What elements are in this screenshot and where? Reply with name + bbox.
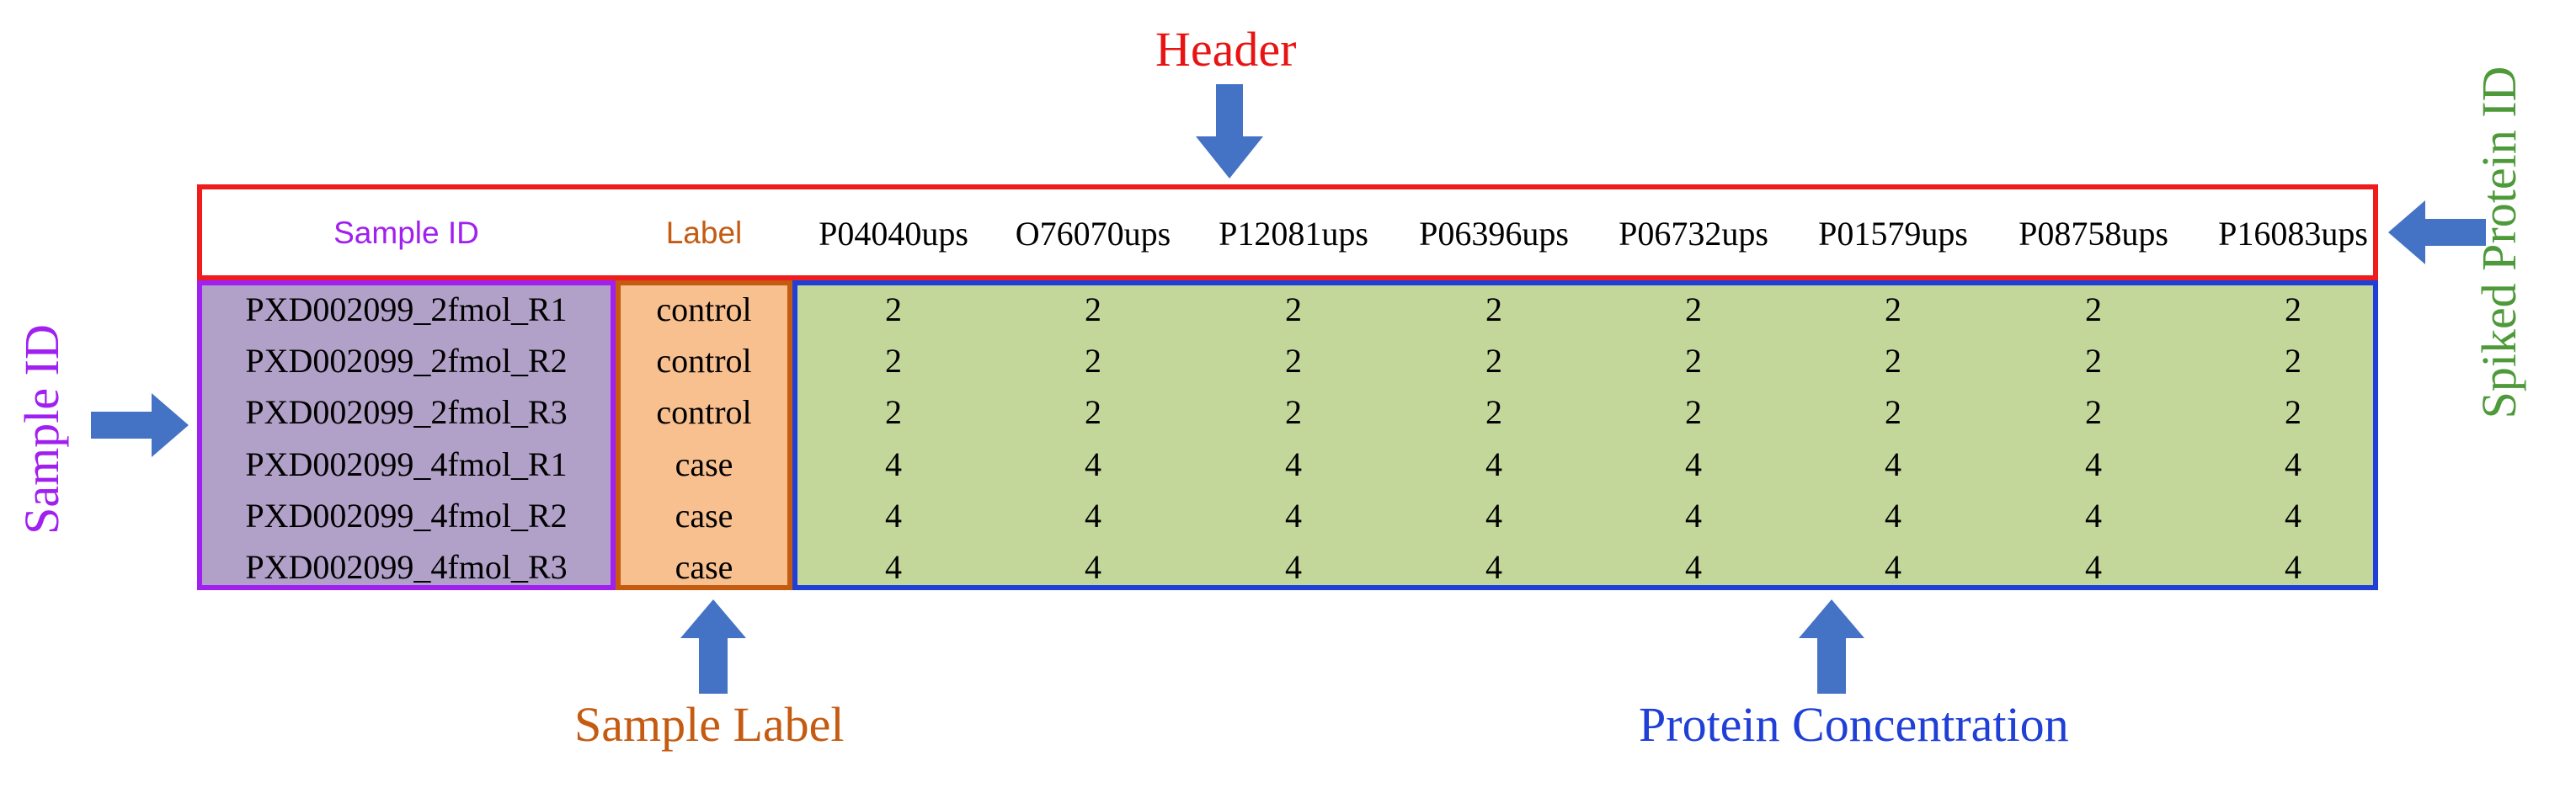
concentration-cell: 4 [1685, 548, 1702, 586]
concentration-cell: 2 [1485, 393, 1502, 431]
label-column-box [616, 280, 792, 590]
sample-id-cell: PXD002099_2fmol_R1 [245, 290, 568, 328]
concentration-cell: 2 [1485, 290, 1502, 328]
label-cell: case [675, 445, 733, 483]
sample-id-cell: PXD002099_2fmol_R3 [245, 393, 568, 431]
sample-id-cell: PXD002099_4fmol_R2 [245, 497, 568, 535]
concentration-cell: 4 [2085, 497, 2102, 535]
concentration-cell: 2 [1885, 290, 1901, 328]
concentration-cell: 2 [1885, 393, 1901, 431]
label-cell: control [656, 290, 752, 328]
concentration-cell: 2 [1285, 290, 1302, 328]
concentration-cell: 4 [1485, 445, 1502, 483]
protein-concentration-arrow-icon [1799, 599, 1864, 694]
sample-label-callout: Sample Label [574, 697, 845, 752]
header-label: Label [665, 216, 743, 250]
concentration-cell: 4 [2085, 548, 2102, 586]
concentration-cell: 4 [1485, 548, 1502, 586]
concentration-cell: 4 [1285, 445, 1302, 483]
concentration-cell: 4 [1685, 497, 1702, 535]
concentration-cell: 2 [2085, 342, 2102, 380]
concentration-cell: 2 [1285, 342, 1302, 380]
concentration-cell: 2 [1485, 342, 1502, 380]
header-protein-1: O76070ups [1015, 215, 1171, 253]
sample-id-callout: Sample ID [14, 324, 69, 535]
concentration-cell: 2 [1685, 290, 1702, 328]
concentration-cell: 2 [1085, 393, 1101, 431]
sample-id-column-box [197, 280, 616, 590]
label-cell: case [675, 497, 733, 535]
label-cell: control [656, 342, 752, 380]
sample-id-cell: PXD002099_4fmol_R1 [245, 445, 568, 483]
concentration-cell: 4 [1885, 445, 1901, 483]
concentration-cell: 2 [1085, 290, 1101, 328]
concentration-cell: 2 [2285, 342, 2301, 380]
protein-concentration-box [792, 280, 2378, 590]
header-protein-4: P06732ups [1619, 215, 1768, 253]
label-cell: control [656, 393, 752, 431]
concentration-cell: 2 [1085, 342, 1101, 380]
concentration-cell: 2 [1685, 342, 1702, 380]
header-callout: Header [1155, 22, 1297, 77]
concentration-cell: 2 [885, 290, 902, 328]
concentration-cell: 4 [2085, 445, 2102, 483]
concentration-cell: 4 [1085, 548, 1101, 586]
header-arrow-icon [1196, 84, 1263, 178]
concentration-cell: 4 [2285, 497, 2301, 535]
header-protein-2: P12081ups [1219, 215, 1368, 253]
concentration-cell: 2 [885, 342, 902, 380]
concentration-cell: 4 [1685, 445, 1702, 483]
sample-label-arrow-icon [680, 599, 746, 694]
header-sample-id: Sample ID [333, 216, 479, 250]
header-protein-0: P04040ups [819, 215, 968, 253]
sample-id-arrow-icon [91, 393, 189, 457]
concentration-cell: 4 [2285, 445, 2301, 483]
concentration-cell: 4 [1885, 497, 1901, 535]
sample-id-cell: PXD002099_4fmol_R3 [245, 548, 568, 586]
concentration-cell: 4 [1085, 445, 1101, 483]
concentration-cell: 2 [2085, 290, 2102, 328]
header-protein-7: P16083ups [2218, 215, 2368, 253]
concentration-cell: 2 [2285, 393, 2301, 431]
sample-id-cell: PXD002099_2fmol_R2 [245, 342, 568, 380]
protein-concentration-callout: Protein Concentration [1639, 697, 2069, 752]
header-protein-3: P06396ups [1419, 215, 1569, 253]
concentration-cell: 2 [2285, 290, 2301, 328]
concentration-cell: 2 [1285, 393, 1302, 431]
concentration-cell: 4 [1085, 497, 1101, 535]
concentration-cell: 4 [885, 497, 902, 535]
concentration-cell: 4 [885, 445, 902, 483]
concentration-cell: 2 [1685, 393, 1702, 431]
concentration-cell: 4 [1285, 548, 1302, 586]
concentration-cell: 2 [885, 393, 902, 431]
label-cell: case [675, 548, 733, 586]
concentration-cell: 2 [2085, 393, 2102, 431]
header-row-box [197, 184, 2378, 280]
concentration-cell: 4 [1285, 497, 1302, 535]
concentration-cell: 4 [885, 548, 902, 586]
header-protein-5: P01579ups [1818, 215, 1968, 253]
concentration-cell: 4 [1485, 497, 1502, 535]
spiked-protein-arrow-icon [2388, 200, 2486, 264]
concentration-cell: 4 [2285, 548, 2301, 586]
header-protein-6: P08758ups [2019, 215, 2168, 253]
concentration-cell: 2 [1885, 342, 1901, 380]
concentration-cell: 4 [1885, 548, 1901, 586]
